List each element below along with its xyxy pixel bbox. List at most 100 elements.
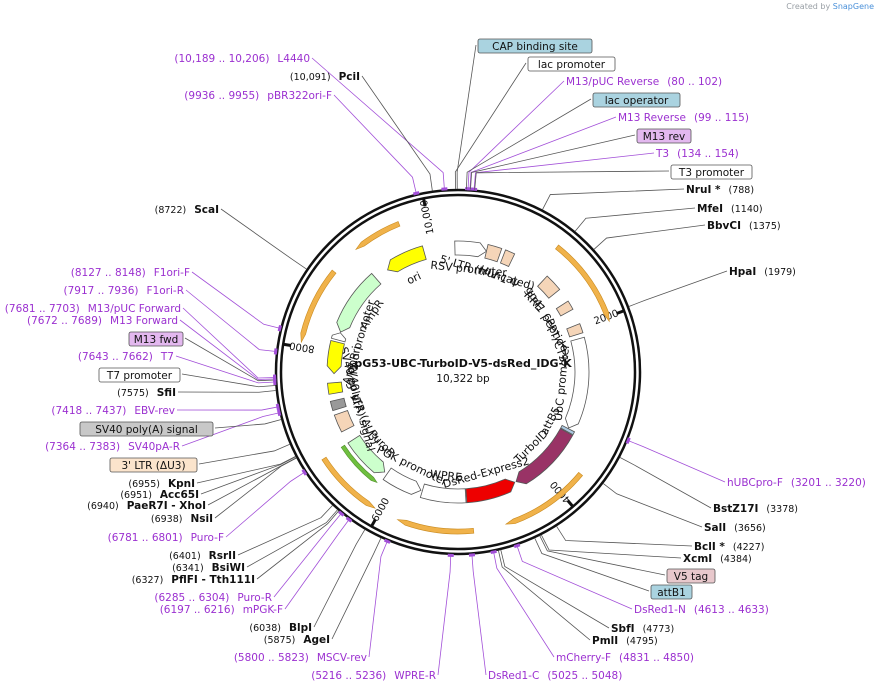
feature-shape[interactable] bbox=[333, 410, 355, 433]
label-mpgk-f[interactable]: (6197 .. 6216)mPGK-F bbox=[160, 604, 283, 616]
label-wpre-r[interactable]: (5216 .. 5236) WPRE-R bbox=[311, 670, 436, 682]
feature-shape[interactable] bbox=[327, 381, 344, 395]
label-lac-promoter[interactable]: lac promoter bbox=[527, 56, 616, 72]
label-paer7i-xhoi[interactable]: (6940)PaeR7I - XhoI bbox=[87, 500, 206, 512]
label-position: (1140) bbox=[731, 204, 763, 215]
label-position: (10,091) bbox=[290, 72, 331, 83]
label-m13-puc-reverse[interactable]: M13/pUC Reverse(80 .. 102) bbox=[566, 76, 722, 88]
label-puro-f[interactable]: (6781 .. 6801)Puro-F bbox=[108, 532, 224, 544]
label-3-ltr-u3[interactable]: 3' LTR (ΔU3) bbox=[109, 457, 198, 473]
label-sv40-poly-a-signal[interactable]: SV40 poly(A) signal bbox=[79, 421, 214, 437]
feature-ori[interactable]: ori bbox=[387, 245, 427, 287]
feature-shape[interactable] bbox=[515, 428, 574, 485]
label-ebv-rev[interactable]: (7418 .. 7437)EBV-rev bbox=[51, 405, 175, 417]
label-mcherry-f[interactable]: mCherry-F(4831 .. 4850) bbox=[556, 652, 694, 664]
label-m13-reverse[interactable]: M13 Reverse(99 .. 115) bbox=[618, 112, 749, 124]
label-nrui[interactable]: NruI *(788) bbox=[686, 184, 754, 196]
primer-site-mark bbox=[490, 549, 497, 555]
feature-shape[interactable] bbox=[564, 336, 590, 429]
label-cap-binding-site[interactable]: CAP binding site bbox=[477, 38, 593, 54]
label-dsred1-c[interactable]: DsRed1-C(5025 .. 5048) bbox=[488, 670, 622, 682]
label-pflfi-tth111i[interactable]: (6327)PflFI - Tth111I bbox=[132, 574, 255, 586]
label-name: mCherry-F bbox=[556, 652, 611, 664]
label-f1ori-f[interactable]: (8127 .. 8148)F1ori-F bbox=[71, 267, 190, 279]
label-agei[interactable]: (5875)AgeI bbox=[264, 634, 330, 646]
label-t3[interactable]: T3(134 .. 154) bbox=[655, 148, 739, 160]
primer-site-mark bbox=[468, 553, 476, 557]
label-line: (8127 .. 8148)F1ori-F bbox=[71, 267, 190, 279]
label-bsiwi[interactable]: (6341)BsiWI bbox=[172, 562, 245, 574]
feature-shape[interactable] bbox=[330, 332, 347, 343]
label-lac-operator[interactable]: lac operator bbox=[592, 92, 681, 108]
feature-sv40-ori[interactable]: SV40 ori bbox=[327, 362, 364, 410]
label-bbvci[interactable]: BbvCI(1375) bbox=[707, 220, 781, 232]
label-m13-rev[interactable]: M13 rev bbox=[636, 128, 692, 144]
feature-shape[interactable] bbox=[454, 240, 488, 258]
label-text: 3' LTR (ΔU3) bbox=[121, 460, 185, 472]
leader-line bbox=[471, 554, 487, 676]
label-nsii[interactable]: (6938)NsiI bbox=[151, 513, 213, 525]
label-pmli[interactable]: PmlI(4795) bbox=[592, 635, 658, 647]
feature-shape[interactable] bbox=[484, 244, 503, 263]
label-mfei[interactable]: MfeI(1140) bbox=[697, 203, 763, 215]
label-m13-forward[interactable]: (7672 .. 7689)M13 Forward bbox=[27, 315, 178, 327]
feature-wpre[interactable]: WPRE bbox=[419, 468, 467, 504]
label-bstz17i[interactable]: BstZ17I(3378) bbox=[713, 503, 798, 515]
label-pcii[interactable]: (10,091)PciI bbox=[290, 71, 360, 83]
label-kpni[interactable]: (6955)KpnI bbox=[128, 478, 195, 490]
feature-shape[interactable] bbox=[555, 300, 574, 317]
label-line: (6038)BlpI bbox=[249, 622, 312, 634]
feature-shape[interactable] bbox=[336, 272, 382, 333]
feature-shape[interactable] bbox=[499, 249, 516, 268]
label-dsred1-n[interactable]: DsRed1-N(4613 .. 4633) bbox=[634, 604, 769, 616]
label-f1ori-r[interactable]: (7917 .. 7936)F1ori-R bbox=[64, 285, 184, 297]
feature-shape[interactable] bbox=[387, 245, 427, 273]
feature-shape[interactable] bbox=[326, 340, 345, 375]
label-bcli[interactable]: BclI *(4227) bbox=[694, 541, 764, 553]
leader-line bbox=[437, 554, 452, 676]
label-hubcpro-f[interactable]: hUBCpro-F(3201 .. 3220) bbox=[727, 477, 866, 489]
feature-shape[interactable] bbox=[382, 467, 422, 495]
plasmid-name: pG53-UBC-TurboID-V5-dsRed_IDG-K bbox=[354, 357, 572, 370]
label-line: (6197 .. 6216)mPGK-F bbox=[160, 604, 283, 616]
label-m13-fwd[interactable]: M13 fwd bbox=[128, 331, 184, 347]
label-m13-puc-forward[interactable]: (7681 .. 7703)M13/pUC Forward bbox=[5, 303, 181, 315]
label-position: (5216 .. 5236) bbox=[311, 670, 386, 682]
label-blpi[interactable]: (6038)BlpI bbox=[249, 622, 312, 634]
label-acc65i[interactable]: (6951)Acc65I bbox=[120, 489, 199, 501]
label-pbr322ori-f[interactable]: (9936 .. 9955)pBR322ori-F bbox=[184, 90, 332, 102]
label-rsrii[interactable]: (6401)RsrII bbox=[169, 550, 236, 562]
feature-shape[interactable] bbox=[465, 478, 516, 504]
feature-shape[interactable] bbox=[566, 323, 584, 338]
label-t7[interactable]: (7643 .. 7662)T7 bbox=[78, 351, 174, 363]
feature-shape[interactable] bbox=[560, 424, 576, 436]
label-sbfi[interactable]: SbfI(4773) bbox=[611, 623, 674, 635]
feature-f1-ori[interactable]: f1 ori bbox=[326, 340, 363, 376]
label-l4440[interactable]: (10,189 .. 10,206)L4440 bbox=[174, 53, 310, 65]
label-sali[interactable]: SalI(3656) bbox=[704, 522, 766, 534]
label-position: (7917 .. 7936) bbox=[64, 285, 139, 297]
label-position: (6781 .. 6801) bbox=[108, 532, 183, 544]
label-box bbox=[109, 457, 198, 473]
feature-shape[interactable] bbox=[329, 397, 347, 412]
label-line: (5800 .. 5823)MSCV-rev bbox=[234, 652, 367, 664]
label-t3-promoter[interactable]: T3 promoter bbox=[670, 164, 753, 180]
label-position: (6341) bbox=[172, 563, 204, 574]
label-xcmi[interactable]: XcmI(4384) bbox=[683, 553, 752, 565]
label-v5-tag[interactable]: V5 tag bbox=[666, 568, 716, 584]
label-scai[interactable]: (8722)ScaI bbox=[155, 204, 219, 216]
feature-shape[interactable] bbox=[347, 434, 386, 474]
feature-shape[interactable] bbox=[537, 275, 561, 299]
label-mscv-rev[interactable]: (5800 .. 5823)MSCV-rev bbox=[234, 652, 367, 664]
tick-mark bbox=[422, 198, 427, 207]
label-line: SalI(3656) bbox=[704, 522, 766, 534]
label-t7-promoter[interactable]: T7 promoter bbox=[98, 367, 181, 383]
feature-shape[interactable] bbox=[419, 483, 467, 504]
label-hpai[interactable]: HpaI(1979) bbox=[729, 266, 796, 278]
label-puro-r[interactable]: (6285 .. 6304)Puro-R bbox=[154, 592, 272, 604]
label-sfii[interactable]: (7575)SfiI bbox=[117, 387, 176, 399]
label-name: WPRE-R bbox=[394, 670, 436, 682]
label-sv40pa-r[interactable]: (7364 .. 7383)SV40pA-R bbox=[45, 441, 180, 453]
feature-ampr[interactable]: AmpR bbox=[336, 272, 387, 333]
label-attb1[interactable]: attB1 bbox=[650, 584, 693, 600]
